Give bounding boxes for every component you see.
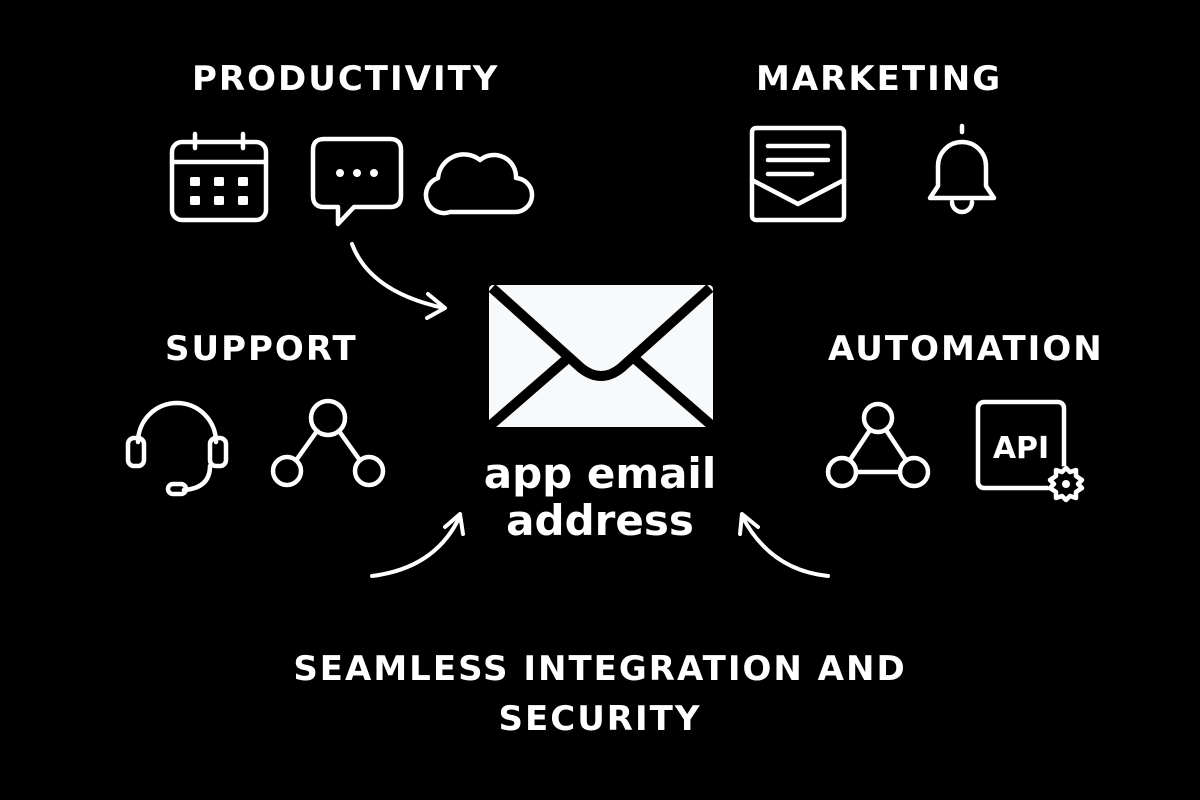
api-icon: API (975, 399, 1085, 503)
api-label: API (993, 431, 1049, 466)
footer-line-2: SECURITY (498, 699, 702, 739)
newsletter-icon (749, 125, 847, 223)
envelope-icon (487, 284, 715, 429)
center-label-line2: address (506, 496, 694, 546)
network-icon (270, 398, 386, 488)
calendar-icon (169, 131, 269, 223)
marketing-heading: MARKETING (756, 59, 1003, 99)
center-label: app email address (470, 450, 730, 544)
footer-line-1: SEAMLESS INTEGRATION AND (293, 649, 907, 689)
support-heading: SUPPORT (165, 329, 358, 369)
automation-heading: AUTOMATION (828, 329, 1104, 369)
bell-icon (927, 123, 997, 215)
workflow-icon (825, 401, 931, 489)
cloud-icon (423, 152, 535, 216)
headset-icon (125, 400, 229, 497)
productivity-heading: PRODUCTIVITY (192, 59, 500, 99)
center-label-line1: app email (483, 449, 717, 498)
chat-bubble-icon (310, 136, 404, 227)
